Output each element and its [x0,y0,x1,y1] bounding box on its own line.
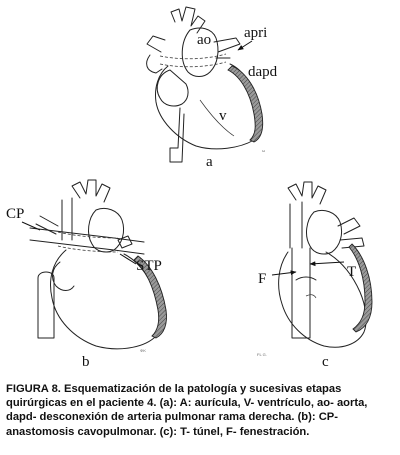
panel-a-vena-cava [169,107,185,163]
panel-c-labels: F T c FL G. [257,261,356,370]
panel-c-signature: FL G. [257,352,267,357]
panel-label-b: b [82,354,90,370]
label-t: T [347,264,356,280]
panel-b-aorta [88,207,125,253]
panel-a-dashed-connection [159,53,227,68]
panel-b-cavopulmonary-tube [29,227,145,255]
label-dapd: dapd [248,64,278,80]
label-v: v [219,108,227,124]
arrow-apri [237,40,253,51]
panel-c-svc [289,201,303,249]
panel-c-fenestration [305,294,317,299]
label-stp: STP [136,258,162,274]
panel-c-vessel-branches [287,181,327,205]
panel-c-drawing [278,181,373,348]
panel-a-labels: ao apri dapd v a ω [197,25,278,170]
panel-b-ivc [37,271,55,339]
leader-cp [21,221,41,231]
arrow-f [271,270,297,276]
panel-a-signature: ω [262,148,265,153]
label-cp: CP [6,206,24,222]
panel-b-signature: ΦΚ [140,348,146,353]
panel-a-left-vessel [146,35,166,74]
label-apri: apri [244,25,267,41]
label-ao: ao [197,32,211,48]
heart-diagram-figure: ao apri dapd v a ω CP STP b ΦΚ [6,6,373,370]
panel-b-labels: CP STP b ΦΚ [6,206,162,370]
panel-b-svc [35,197,73,241]
label-f: F [258,271,266,287]
panel-b-drawing [29,179,167,350]
panel-a-vessel-branches [170,6,206,34]
panel-a-pulmonary-stub [213,37,241,59]
panel-b-ventricle-wall [133,255,167,339]
figure-caption: FIGURA 8. Esquematización de la patologí… [6,383,368,438]
panel-b-vessel-branches [71,179,111,203]
panel-b-dashed-connection [57,231,119,253]
panel-c-aorta [306,209,343,255]
panel-c-tunnel [291,247,317,339]
panel-a-atrium [156,69,189,107]
panel-c-ventricle-wall [348,243,373,333]
panel-a-septum [199,99,235,137]
panel-a-ventricle-wall [227,65,264,143]
leader-stp [119,253,137,265]
panel-label-c: c [322,354,329,370]
panel-label-a: a [206,154,213,170]
panel-a-aorta [181,27,219,77]
panel-c-heart-outline [278,251,367,348]
panel-b-pa-stump [117,235,133,249]
panel-a-drawing [146,6,264,163]
figure: ao apri dapd v a ω CP STP b ΦΚ [6,6,373,370]
arrow-t [309,261,345,267]
panel-b-atrium [52,261,75,291]
